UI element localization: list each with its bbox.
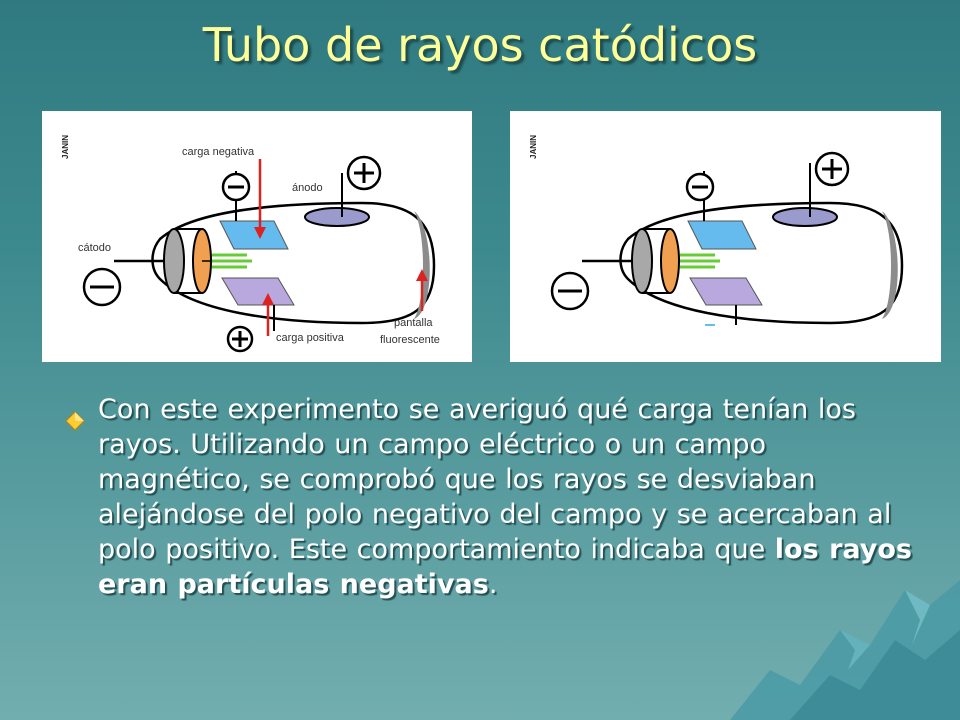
diamond-bullet-icon <box>65 411 85 431</box>
minus-icon-cathode <box>82 267 122 307</box>
credit-label: JANIN <box>61 135 70 159</box>
body-text-bold: los rayos eran partículas negativas <box>98 534 912 600</box>
label-anodo: ánodo <box>292 182 323 194</box>
slide-title: Tubo de rayos catódicos <box>202 18 758 72</box>
label-carga-negativa: carga negativa <box>182 146 255 158</box>
anode-electrode <box>304 207 370 227</box>
fluorescent-screen <box>414 211 430 319</box>
negative-plate <box>219 220 289 250</box>
body-text: Con este experimento se averiguó qué car… <box>98 392 914 602</box>
decorative-mountain <box>730 580 960 720</box>
plus-icon-plate <box>226 325 254 353</box>
minus-icon-plate <box>221 172 251 202</box>
label-pantalla: pantalla <box>394 317 433 329</box>
plus-icon-right <box>814 151 850 187</box>
diagram-right: JANIN <box>510 111 941 362</box>
body-text-regular: Con este experimento se averiguó qué car… <box>98 394 892 565</box>
minus-icon-right-cathode <box>550 271 590 311</box>
cathode-disc <box>163 228 185 294</box>
plus-icon-anode <box>346 155 382 191</box>
credit-label-right: JANIN <box>529 135 538 159</box>
bullet-paragraph: Con este experimento se averiguó qué car… <box>64 392 914 602</box>
label-carga-positiva: carga positiva <box>276 332 345 344</box>
minus-icon-right-plate <box>685 172 715 202</box>
tube-outline-right <box>619 201 904 325</box>
tube-outline <box>151 201 436 325</box>
label-fluorescente: fluorescente <box>380 334 440 346</box>
diagram-left: JANIN <box>42 111 472 362</box>
positive-plate <box>221 277 295 306</box>
body-text-end: . <box>488 569 498 600</box>
label-catodo: cátodo <box>78 242 111 254</box>
